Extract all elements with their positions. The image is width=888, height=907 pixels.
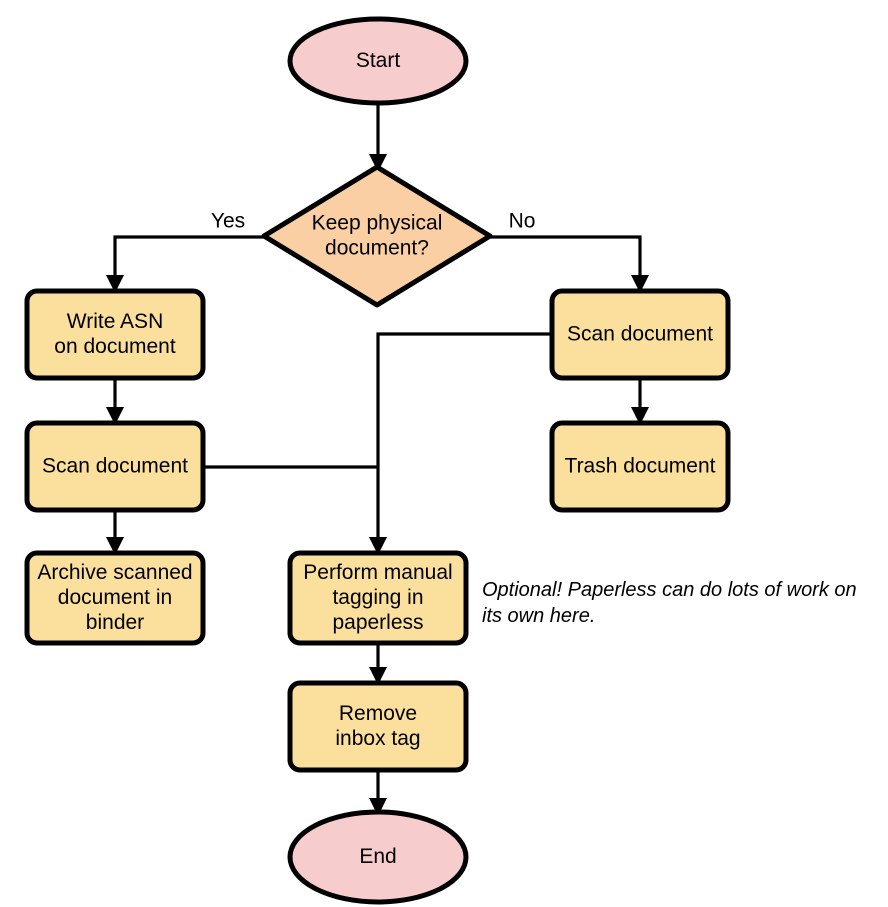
edge-line: [376, 332, 552, 547]
edge-decision-yes-to-write-asn: Yes: [106, 210, 264, 293]
process-shape: [549, 420, 731, 513]
process-shape: [287, 680, 469, 773]
node-start[interactable]: Start: [287, 16, 469, 106]
arrowhead-icon: [106, 407, 124, 425]
decision-shape: [261, 164, 493, 308]
edge-write-asn-to-scan-left: [106, 378, 124, 425]
edge-scan-left-to-archive: [106, 510, 124, 555]
terminator-shape: [287, 16, 469, 106]
process-shape: [287, 550, 469, 646]
arrowhead-icon: [369, 154, 387, 172]
arrowhead-icon: [106, 275, 124, 293]
arrowhead-icon: [106, 537, 124, 555]
node-scan-document-right[interactable]: Scan document: [549, 288, 731, 381]
edge-label-no: No: [509, 210, 536, 233]
edge-line: [113, 235, 264, 285]
arrowhead-icon: [369, 798, 387, 816]
process-shape: [24, 288, 206, 381]
edge-remove-inbox-tag-to-end: [369, 770, 387, 816]
edge-label-yes: Yes: [211, 210, 245, 233]
process-shape: [24, 420, 206, 513]
arrowhead-icon: [369, 667, 387, 685]
arrowhead-icon: [369, 537, 387, 555]
annotation-text: Optional! Paperless can do lots of work …: [482, 579, 857, 627]
edge-scan-right-to-trash: [631, 378, 649, 425]
node-scan-document-left[interactable]: Scan document: [24, 420, 206, 513]
terminator-shape: [287, 809, 469, 905]
edge-decision-no-to-scan-right: No: [490, 210, 649, 293]
node-label: Start: [356, 49, 401, 72]
node-label: Scan document: [42, 454, 188, 477]
edge-line: [490, 235, 642, 285]
node-label: Scan document: [567, 322, 713, 345]
node-label: Trash document: [565, 454, 716, 477]
arrowhead-icon: [631, 275, 649, 293]
edges-layer: Yes No: [106, 103, 649, 816]
annotation-optional-note: Optional! Paperless can do lots of work …: [482, 579, 857, 627]
process-shape: [549, 288, 731, 381]
process-shape: [24, 550, 206, 646]
edge-scan-right-to-manual-tagging: [369, 332, 552, 555]
node-end[interactable]: End: [287, 809, 469, 905]
node-trash-document[interactable]: Trash document: [549, 420, 731, 513]
edge-manual-tagging-to-remove-inbox-tag: [369, 643, 387, 685]
node-label: End: [359, 845, 396, 868]
arrowhead-icon: [631, 407, 649, 425]
annotations-layer: Optional! Paperless can do lots of work …: [482, 579, 857, 627]
edge-start-to-decision: [369, 103, 387, 172]
